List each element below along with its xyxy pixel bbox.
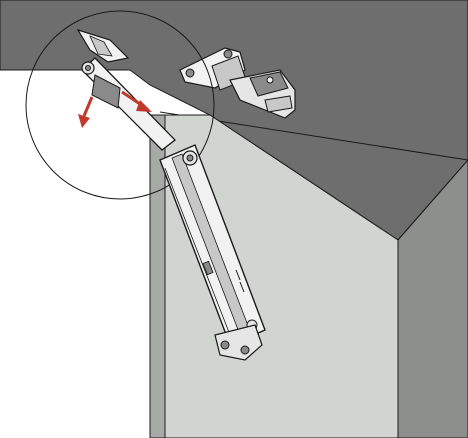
detail-circle (25, 10, 215, 200)
hinge-bracket (229, 69, 296, 119)
cabinet-left-edge (149, 114, 166, 438)
lift-stay-upper-arm (81, 57, 176, 151)
release-clip (76, 28, 130, 63)
lift-stay-foot-plate (214, 324, 263, 361)
arrow-diagonal-icon (121, 90, 152, 112)
hinge-mount-plate (179, 47, 247, 91)
lift-stay-arm (159, 144, 266, 346)
arrow-down-icon (78, 96, 94, 128)
cabinet-right-panel (397, 159, 468, 438)
